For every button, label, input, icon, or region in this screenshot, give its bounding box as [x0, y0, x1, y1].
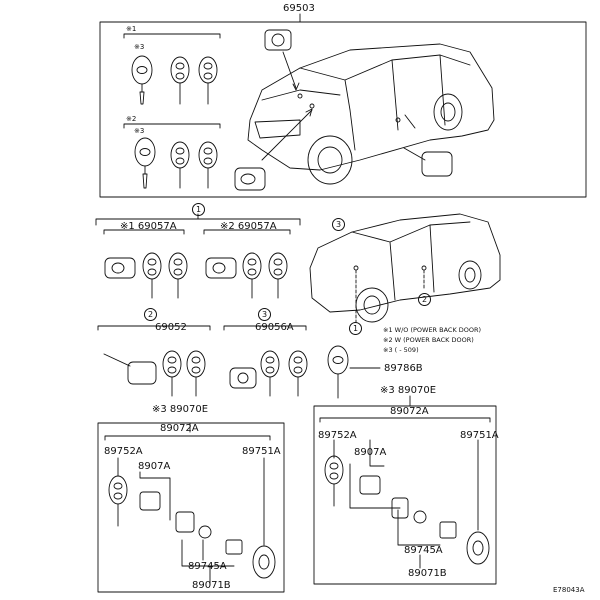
cylinder-set-69057A-left [104, 252, 188, 299]
cylinder-set-69052 [103, 350, 206, 397]
label-69052: 69052 [155, 322, 187, 333]
group-mark-1: 1 [192, 203, 205, 216]
label-89752A-right: 89752A [318, 430, 357, 441]
right-bottom-frame [313, 405, 497, 585]
part-number-69503: 69503 [283, 3, 315, 14]
group-mark-3: 3 [258, 308, 271, 321]
note-3b: ※3 [134, 127, 145, 135]
label-89786B: 89786B [384, 363, 423, 374]
cylinder-set-69056A [229, 350, 308, 397]
label-89072A-left: 89072A [160, 423, 199, 434]
right-parts [324, 455, 490, 565]
key-group-2-bracket [123, 123, 221, 129]
key-set-2 [134, 137, 218, 189]
label-8907A-right: 8907A [354, 447, 387, 458]
label-89752A-left: 89752A [104, 446, 143, 457]
label-89745A-right: 89745A [404, 545, 443, 556]
top-frame [99, 21, 587, 198]
left-parts [108, 475, 276, 579]
label-69057A-left: ※1 69057A [120, 221, 177, 232]
label-89072A-right: 89072A [390, 406, 429, 417]
callout-1: 1 [349, 322, 362, 335]
left-bottom-frame [97, 422, 285, 593]
ignition-cylinder [234, 108, 313, 191]
label-89070E-left: ※3 89070E [152, 404, 209, 415]
note-2: ※2 [126, 115, 137, 123]
key-group-1-bracket [123, 33, 221, 39]
label-69057A-right: ※2 69057A [220, 221, 277, 232]
group-69052-bracket [97, 325, 211, 331]
group-69056A-bracket [223, 325, 307, 331]
label-89070E-right: ※3 89070E [380, 385, 437, 396]
car-middle [309, 213, 501, 323]
label-8907A-left: 8907A [138, 461, 171, 472]
key-89786B [327, 345, 381, 399]
group-mark-3-car: 3 [332, 218, 345, 231]
figure-code: E78043A [553, 586, 585, 594]
group-mark-2: 2 [144, 308, 157, 321]
label-89751A-left: 89751A [242, 446, 281, 457]
note-3a: ※3 [134, 43, 145, 51]
door-lock-right [403, 114, 453, 177]
label-89071B-left: 89071B [192, 580, 231, 591]
label-89071B-right: 89071B [408, 568, 447, 579]
note-1: ※1 [126, 25, 137, 33]
legend-3: ※3 ( - 509) [383, 346, 419, 354]
key-set-1 [131, 55, 218, 105]
cylinder-set-69057A-right [205, 252, 288, 299]
legend-1: ※1 W/O (POWER BACK DOOR) [383, 326, 482, 334]
callout-2: 2 [418, 293, 431, 306]
legend-2: ※2 W (POWER BACK DOOR) [383, 336, 474, 344]
lock-cylinder-top [264, 29, 300, 91]
label-69056A: 69056A [255, 322, 294, 333]
car-top [247, 43, 495, 185]
label-89745A-left: 89745A [188, 561, 227, 572]
label-89751A-right: 89751A [460, 430, 499, 441]
